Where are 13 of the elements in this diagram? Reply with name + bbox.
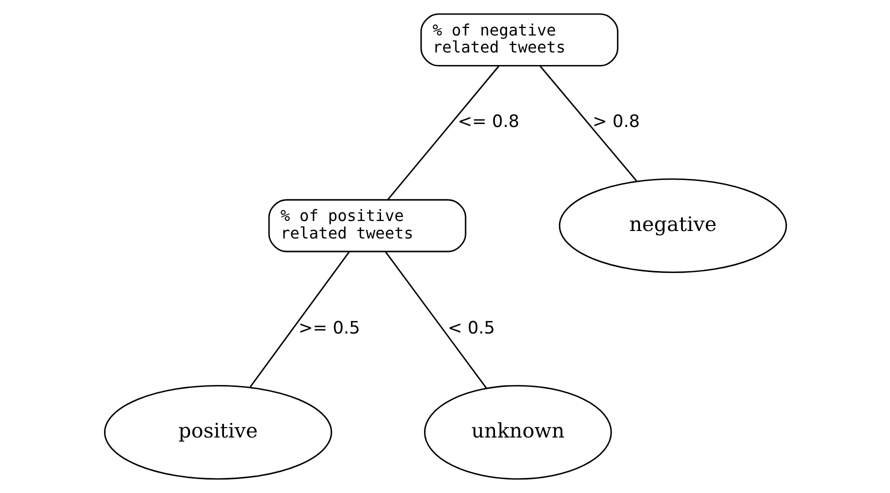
connector [248,251,350,388]
node-box: % of negative related tweets [420,13,618,66]
edge-label: > 0.8 [592,112,640,132]
edge-label: >= 0.5 [298,318,360,338]
connector [386,66,499,200]
node-ellipse: negative [558,178,786,274]
edge-label: < 0.5 [447,318,494,338]
edge-label: <= 0.8 [457,112,519,132]
node-ellipse: unknown [423,384,612,480]
connector [384,251,486,389]
connector [539,66,637,182]
node-box: % of positive related tweets [268,199,466,252]
node-ellipse: positive [104,384,332,480]
